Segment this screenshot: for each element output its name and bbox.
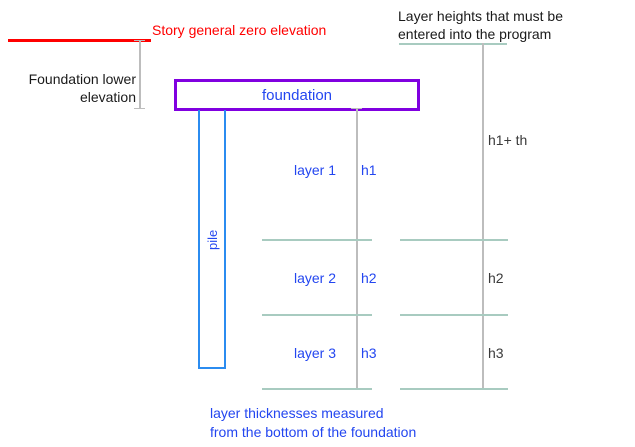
left-layer-divider-2: [262, 314, 372, 316]
cumulative-height-1: h1+ th: [488, 132, 528, 148]
foundation-elevation-dimension-line: [139, 40, 141, 109]
left-layer-divider-3: [262, 388, 372, 390]
layer-heights-note-underline: [399, 43, 507, 45]
caption-line2: from the bottom of the foundation: [210, 424, 417, 440]
right-dimension-line: [482, 43, 484, 389]
layer-heights-note-line1: Layer heights that must be: [398, 8, 563, 24]
pile-shape: [198, 110, 226, 369]
right-layer-divider-2: [400, 314, 508, 316]
zero-elevation-label: Story general zero elevation: [152, 22, 327, 38]
left-dimension-tick-top: [351, 108, 362, 109]
layer-2-name: layer 2: [294, 270, 337, 286]
layer-3-thickness: h3: [361, 345, 377, 361]
zero-elevation-line: [8, 39, 151, 42]
layer-3-name: layer 3: [294, 345, 337, 361]
foundation-box: foundation: [174, 79, 420, 111]
cumulative-height-2: h2: [488, 270, 504, 286]
foundation-elevation-note-line1: Foundation lower: [28, 71, 136, 87]
foundation-elevation-dimension-tick-top: [134, 40, 145, 41]
foundation-elevation-dimension-tick-bottom: [134, 108, 145, 109]
right-layer-divider-3: [400, 388, 508, 390]
caption-line1: layer thicknesses measured: [210, 405, 384, 421]
pile-label: pile: [205, 229, 220, 250]
cumulative-height-3: h3: [488, 345, 504, 361]
right-layer-divider-1: [400, 239, 508, 241]
foundation-elevation-note-line2: elevation: [79, 89, 136, 105]
left-dimension-line: [356, 108, 358, 389]
layer-2-thickness: h2: [361, 270, 377, 286]
left-layer-divider-1: [262, 239, 372, 241]
layer-1-name: layer 1: [294, 162, 337, 178]
layer-heights-note-line2: entered into the program: [398, 26, 552, 42]
foundation-label: foundation: [261, 86, 333, 104]
layer-1-thickness: h1: [361, 162, 377, 178]
